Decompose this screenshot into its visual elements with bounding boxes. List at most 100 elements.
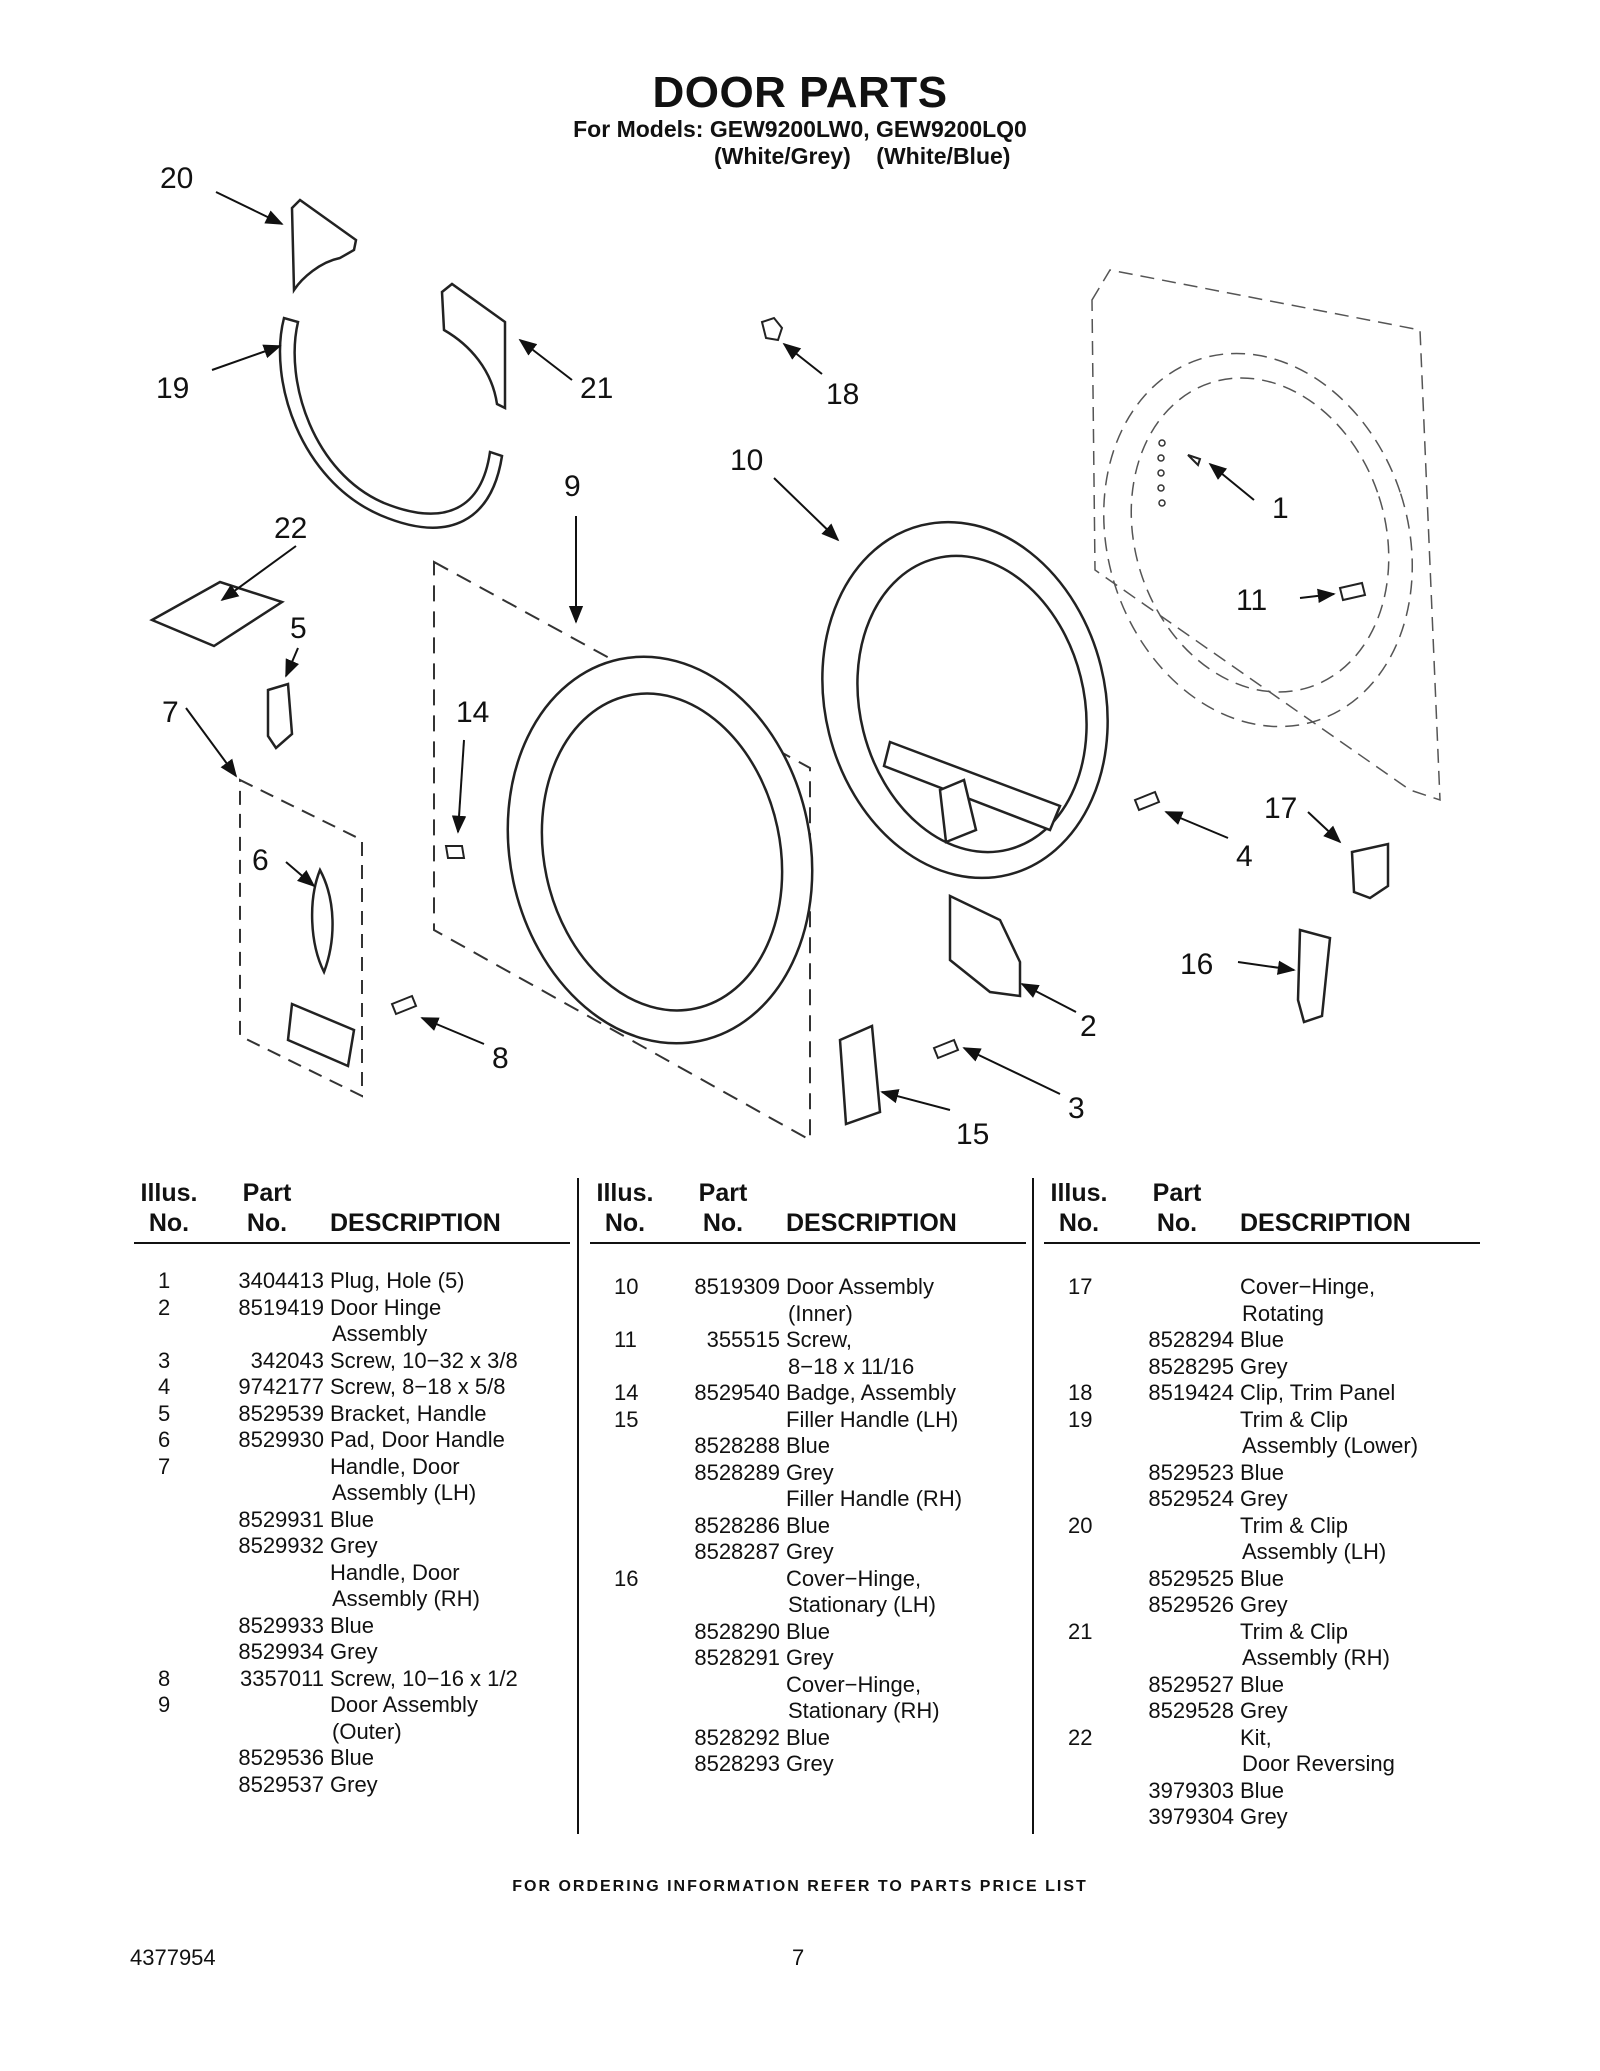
table-row: (Inner): [590, 1301, 1026, 1328]
part-number-cell: 8528291: [678, 1645, 780, 1671]
part-number-cell: [1132, 1751, 1234, 1777]
part-number-cell: 8529525: [1132, 1566, 1234, 1592]
part-description: Grey: [1240, 1486, 1288, 1511]
part-number: 8528294: [1148, 1327, 1234, 1352]
part-number: 8529540: [694, 1380, 780, 1405]
part-description: Stationary (LH): [788, 1592, 936, 1617]
part-number: 3404413: [238, 1268, 324, 1293]
part-description: Grey: [330, 1771, 378, 1797]
illus-number: 14: [614, 1380, 639, 1405]
part-number: 8529526: [1148, 1592, 1234, 1617]
part-description: Cover−Hinge,: [786, 1565, 922, 1591]
part-number-cell: 8529526: [1132, 1592, 1234, 1618]
part-number: 8529536: [238, 1745, 324, 1770]
table-row: Cover−Hinge,: [590, 1672, 1026, 1699]
part-number-cell: 342043: [222, 1348, 324, 1374]
part-description: Assembly (LH): [332, 1480, 477, 1505]
part-number-cell: [678, 1698, 780, 1724]
part-description: Rotating: [1242, 1300, 1324, 1326]
models-subtitle: For Models: GEW9200LW0, GEW9200LQ0: [573, 116, 1027, 142]
part-description: Blue: [1240, 1671, 1285, 1697]
callout-numbers: 20 19 21 18 10 9 22 1 11 5 7 14 17 6 4 1…: [156, 162, 1297, 1151]
part-description: (Outer): [332, 1718, 402, 1744]
part-number-cell: 8519419: [222, 1295, 324, 1321]
part-number-cell: [1132, 1645, 1234, 1671]
part-number: 8528291: [694, 1645, 780, 1670]
part-number-cell: 8528287: [678, 1539, 780, 1565]
part-number: 8528289: [694, 1459, 780, 1485]
part-number: 3979303: [1148, 1777, 1234, 1803]
part-description: Blue: [330, 1745, 375, 1770]
part-number-cell: 8529528: [1132, 1698, 1234, 1724]
part-number: 3979304: [1148, 1804, 1234, 1829]
handle-bracket-part-5: [266, 682, 294, 750]
part-description: Blue: [1240, 1565, 1285, 1591]
part-description: Grey: [786, 1751, 834, 1776]
part-description: Filler Handle (LH): [786, 1406, 959, 1432]
trim-ring-lower-part-19: [278, 316, 504, 529]
part-description: Assembly: [332, 1321, 428, 1346]
part-description: Blue: [786, 1433, 831, 1458]
part-number: 8529524: [1148, 1486, 1234, 1511]
header-illus: Illus.No.: [1050, 1179, 1108, 1237]
screw-part-3: [932, 1038, 960, 1060]
part-description: Grey: [1240, 1592, 1288, 1617]
part-number: 8519424: [1148, 1380, 1234, 1405]
part-number-cell: 3357011: [222, 1666, 324, 1692]
illus-number: 20: [1068, 1512, 1093, 1538]
part-description: Clip, Trim Panel: [1240, 1380, 1396, 1405]
part-number-cell: 8529537: [222, 1772, 324, 1798]
illus-number: 5: [158, 1400, 171, 1426]
part-description: Assembly (RH): [1242, 1645, 1390, 1670]
door-handle: [286, 1002, 356, 1068]
part-description: Blue: [786, 1618, 831, 1644]
part-number-cell: [1132, 1301, 1234, 1327]
part-number-cell: [678, 1672, 780, 1698]
part-description: Trim & Clip: [1240, 1512, 1348, 1538]
part-description: Kit,: [1240, 1724, 1272, 1750]
table-row: Assembly (RH): [134, 1586, 570, 1613]
part-description: Blue: [1240, 1777, 1285, 1803]
part-number-cell: [1132, 1433, 1234, 1459]
part-description: (Inner): [788, 1300, 853, 1326]
cover-hinge-rotating-part-17: [1350, 842, 1390, 900]
callout-4: 4: [1236, 840, 1253, 873]
table-row: Assembly (Lower): [1044, 1433, 1480, 1460]
part-number-cell: 3979303: [1132, 1778, 1234, 1804]
table-row: Rotating: [1044, 1301, 1480, 1328]
part-number: 8529930: [238, 1427, 324, 1452]
page-title: DOOR PARTS: [652, 68, 948, 117]
part-number-cell: [222, 1321, 324, 1347]
trim-clip-part-18: [760, 316, 784, 342]
cabinet-front-outline: [1091, 269, 1441, 802]
part-number-cell: 355515: [678, 1327, 780, 1353]
part-description: Grey: [1240, 1804, 1288, 1829]
part-description: Plug, Hole (5): [330, 1268, 465, 1293]
part-number: 8529932: [238, 1533, 324, 1558]
callout-15: 15: [956, 1118, 989, 1151]
illus-number: 2: [158, 1294, 171, 1320]
illus-number: 4: [158, 1374, 171, 1399]
callout-6: 6: [252, 844, 269, 877]
illus-number: 1: [158, 1268, 171, 1293]
part-description: Grey: [330, 1533, 378, 1558]
part-description: Handle, Door: [330, 1453, 460, 1479]
part-description: Assembly (Lower): [1242, 1433, 1419, 1458]
part-number: 8519419: [238, 1294, 324, 1320]
illus-number: 16: [614, 1565, 639, 1591]
part-description: Grey: [786, 1459, 834, 1485]
illus-number: 18: [1068, 1380, 1093, 1405]
part-number-cell: [222, 1454, 324, 1480]
